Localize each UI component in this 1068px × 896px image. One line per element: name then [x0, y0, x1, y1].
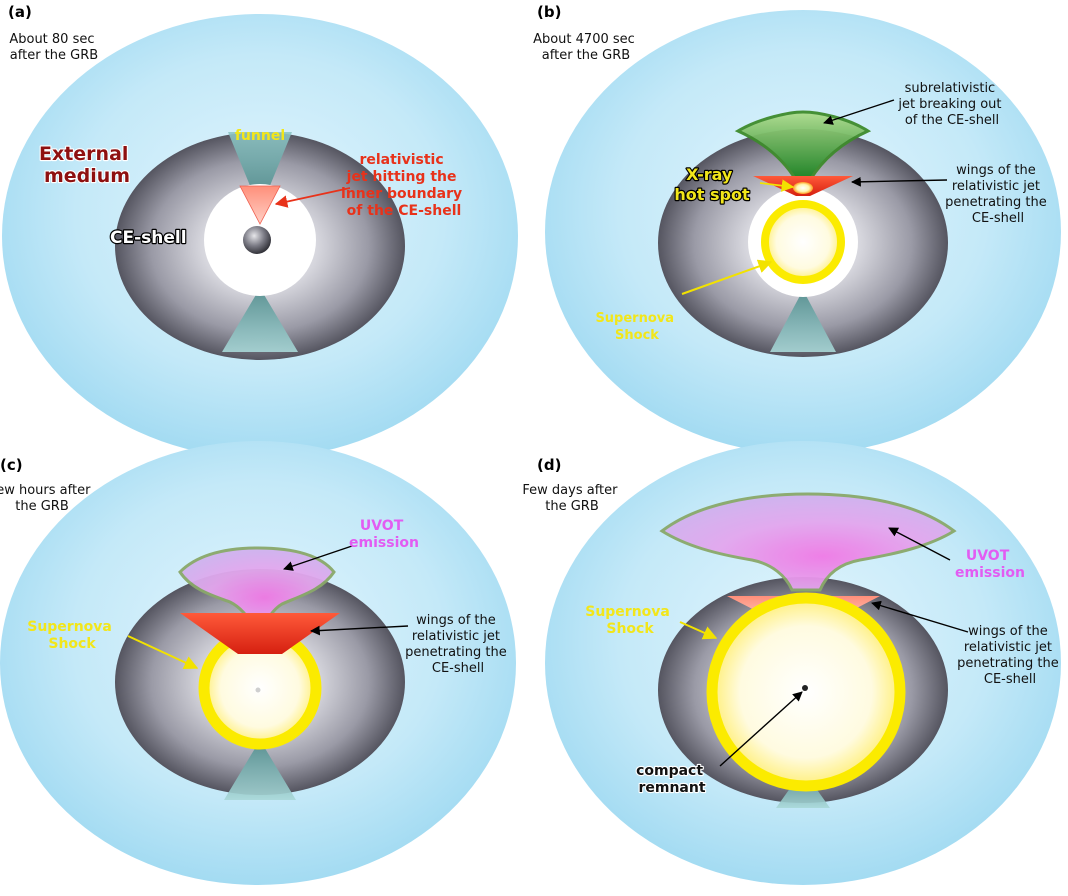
supernova-shock-d	[706, 592, 906, 792]
relativistic-jet-a	[239, 185, 281, 225]
panel-tag-b: (b)	[537, 3, 561, 21]
supernova-shock-label-b: Supernova Shock	[595, 311, 678, 343]
supernova-shock-label-d: Supernova Shock	[585, 604, 675, 637]
funnel-bottom-c	[224, 740, 296, 800]
external-medium-label: External medium	[39, 143, 135, 187]
remnant-arrow-d	[719, 691, 803, 767]
xray-hot-spot	[793, 182, 813, 194]
shock-arrow-c	[127, 635, 199, 670]
funnel-label: funnel	[235, 128, 285, 144]
panel-tag-a: (a)	[8, 3, 32, 21]
uvot-arrow-c	[283, 545, 353, 571]
time-label-a: About 80 sec after the GRB	[9, 32, 98, 63]
subrelativistic-jet-label: subrelativistic jet breaking out of the …	[897, 81, 1005, 128]
subrel-arrow-b	[823, 99, 895, 125]
compact-remnant-dot	[802, 685, 808, 691]
time-label-b: About 4700 sec after the GRB	[533, 32, 639, 63]
jet-arrow-a	[274, 187, 351, 208]
panel-d	[545, 441, 1061, 885]
relativistic-jet-label: relativistic jet hitting the inner bound…	[341, 152, 467, 219]
wings-arrow-d	[871, 600, 969, 633]
wings-label-b: wings of the relativistic jet penetratin…	[945, 163, 1051, 226]
uvot-arrow-d	[888, 527, 951, 561]
panel-b	[545, 10, 1061, 454]
funnel-bottom-a	[222, 288, 298, 352]
ce-shell-label: CE-shell	[110, 228, 187, 248]
funnel-bottom-b	[770, 290, 836, 352]
panel-c	[0, 441, 516, 885]
panel-tag-c: (c)	[0, 456, 23, 474]
uvot-emission-d	[659, 492, 957, 592]
wings-arrow-b	[851, 176, 948, 187]
xray-hot-spot-label: X-ray hot spot	[674, 165, 750, 204]
shock-arrow-d	[679, 621, 718, 640]
wings-arrow-c	[310, 625, 409, 636]
central-engine-a	[243, 226, 271, 254]
uvot-label-c: UVOT emission	[349, 518, 419, 551]
funnel-top-a	[228, 132, 292, 210]
time-label-d: Few days after the GRB	[522, 483, 621, 514]
center-dot-c	[255, 687, 261, 693]
wings-label-d: wings of the relativistic jet penetratin…	[957, 624, 1063, 687]
compact-remnant-label: compact remnant	[636, 763, 708, 796]
hotspot-arrow-b	[759, 179, 795, 192]
panel-a	[2, 14, 518, 458]
relativistic-jet-wings-c	[180, 613, 340, 654]
panel-tag-d: (d)	[537, 456, 561, 474]
subrelativistic-jet-b	[734, 110, 872, 182]
wings-label-c: wings of the relativistic jet penetratin…	[405, 613, 511, 676]
shock-arrow-b	[681, 259, 773, 295]
time-label-c: Few hours after the GRB	[0, 483, 95, 514]
supernova-shock-label-c: Supernova Shock	[27, 619, 117, 652]
uvot-emission-c	[178, 546, 336, 626]
supernova-shock-b	[761, 200, 845, 284]
uvot-label-d: UVOT emission	[955, 548, 1025, 581]
